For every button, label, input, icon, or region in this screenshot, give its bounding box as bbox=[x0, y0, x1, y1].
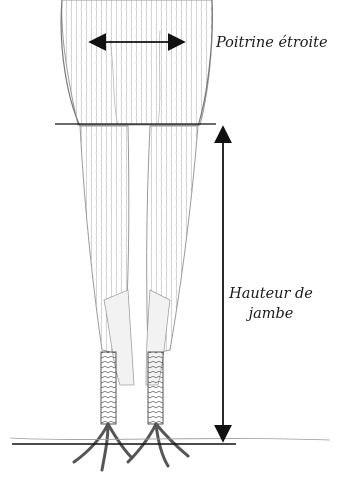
leg-height-label-line2: jambe bbox=[218, 304, 324, 324]
leg-height-label-line1: Hauteur de bbox=[218, 284, 324, 304]
bird-thighs-sketch bbox=[80, 126, 198, 385]
bird-body-sketch bbox=[61, 0, 212, 126]
bird-feet-sketch bbox=[74, 424, 188, 470]
leg-height-label: Hauteur de jambe bbox=[218, 284, 324, 324]
narrow-chest-label: Poitrine étroite bbox=[216, 33, 328, 53]
